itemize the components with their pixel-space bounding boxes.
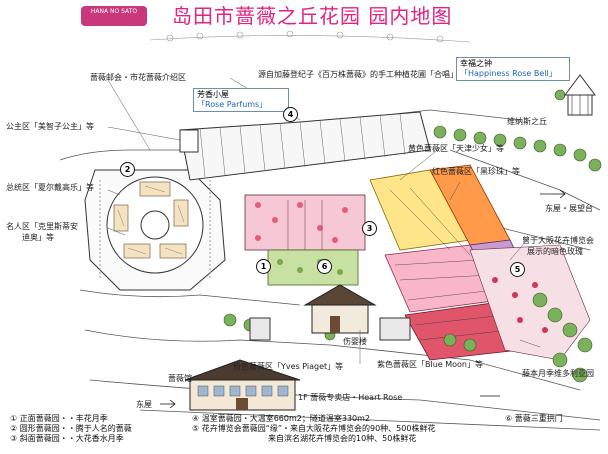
legend-item: ③ 斜面蔷薇园・・大花香水月季 [10,434,124,443]
label-rose-intro: 蔷薇邮会・市花蔷薇介绍区 [90,73,186,82]
label-osaka-expo: 曾于大阪花卉博览会 [522,236,594,245]
map-title: 岛田市蔷薇之丘花园 园内地图 [172,4,453,28]
rose-parfums-box: 芳香小屋 「Rose Parfums」 [193,88,289,112]
label-dark-rose: 展示的暗色玫瑰 [527,247,583,256]
rose-parfums-en: 「Rose Parfums」 [197,100,268,109]
rest-house [249,284,411,341]
logo-text: HANA NO SATO [90,8,138,15]
label-pink-rose-area: 粉色蔷薇区「Yves Piaget」等 [233,362,344,371]
label-rose-house: 蔷薇馆 [168,374,192,383]
legend-item: 来自滨名湖花卉博览会的10种、50株鲜花 [268,434,417,443]
round-rose-garden [84,169,226,291]
label-princess-area: 公主区「美智子公主」等 [6,122,94,131]
rose-house [184,359,301,411]
gazebo [564,74,596,116]
legend-item: ⑥ 蔷薇三重拱门 [505,414,563,423]
rose-parfums-zh: 芳香小屋 [197,90,229,99]
label-president-area: 总统区「夏尔戴高乐」等 [6,183,94,192]
marker-5: 5 [510,262,525,277]
label-red-rose-area: 红色蔷薇区「黑珍珠」等 [432,167,520,176]
legend-col-3: ⑥ 蔷薇三重拱门 [505,414,563,424]
marker-2: 2 [120,162,135,177]
central-flower-beds [244,194,366,286]
label-celebrity-area: 名人区「克里斯蒂安 [6,222,78,231]
marker-6: 6 [317,259,332,274]
legend-item: ② 圆形蔷薇园・・腾于人名的蔷薇 [10,424,132,433]
legend-item: ④ 温室蔷薇园・大温室660m2；隧道温室330m2 [192,414,371,423]
happiness-bell-box: 幸福之钟 「Happiness Rose Bell」 [456,57,570,81]
label-east-pavilion: 东屋 [136,400,152,409]
label-rose-shop: 1F 蔷薇专卖店・Heart Rose [298,393,403,402]
label-observation-deck: 东屋・展望台 [545,204,593,213]
greenhouse [179,111,431,181]
marker-3: 3 [362,221,377,236]
label-chorus-bed: 源自加藤登纪子《百万株蔷薇》的手工种植花圃「合唱」 [258,70,458,79]
label-shelter: 伤婴楼 [343,337,367,346]
legend-col-2: ④ 温室蔷薇园・大温室660m2；隧道温室330m2 ⑤ 花卉博览会蔷薇园“缘”… [192,414,435,444]
happiness-bell-zh: 幸福之钟 [460,59,492,68]
label-purple-rose-area: 紫色蔷薇区「Blue Moon」等 [377,360,484,369]
label-celebrity-area-2: 迪奥」等 [22,233,54,242]
label-venus-hill: 维纳斯之丘 [507,117,547,126]
legend-item: ① 正面蔷薇园・・丰花月季 [10,414,108,423]
legend-col-1: ① 正面蔷薇园・・丰花月季 ② 圆形蔷薇园・・腾于人名的蔷薇 ③ 斜面蔷薇园・・… [10,414,132,444]
legend-item: ⑤ 花卉博览会蔷薇园“缘”・来自大阪花卉博览会的90种、500株鲜花 [192,424,436,433]
garden-logo: HANA NO SATO [81,6,147,26]
trees [223,89,602,383]
rose-expo-garden [469,244,591,361]
marker-1: 1 [256,259,271,274]
marker-4: 4 [283,107,298,122]
label-victoria-garden: 藤本月季维多利亚园 [522,369,594,378]
flower-decoration [149,30,471,43]
happiness-bell-en: 「Happiness Rose Bell」 [460,69,557,78]
leader-lines [107,77,541,364]
label-yellow-rose-area: 黄色蔷薇区「天津少女」等 [408,144,504,153]
direction-arrows [160,189,566,409]
